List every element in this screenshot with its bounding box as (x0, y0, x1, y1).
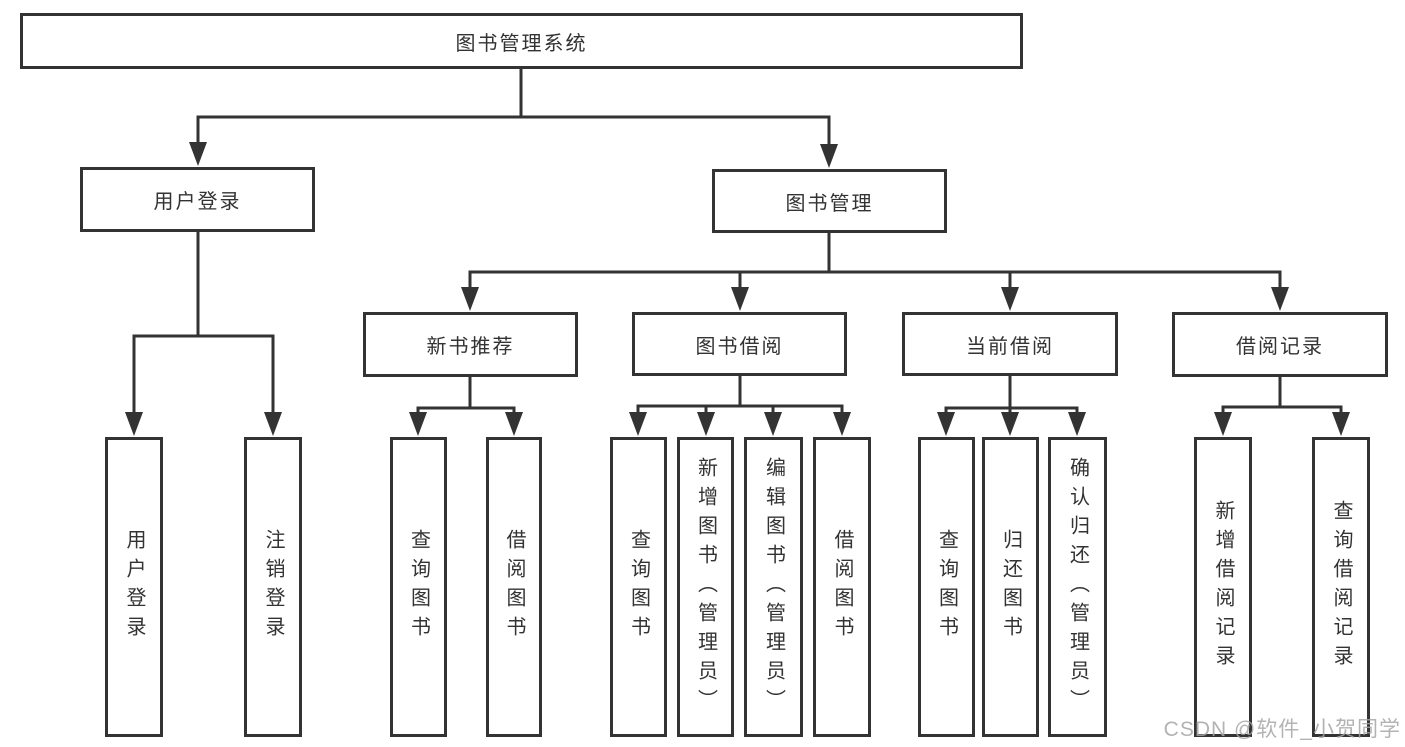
leaf-label: 查询图书 (627, 529, 650, 645)
leaf-box-borrow-books-recommend: 借阅图书 (486, 437, 542, 737)
branch-label: 新书推荐 (426, 336, 515, 358)
branch-label: 用户登录 (153, 191, 242, 213)
branch-box-current-borrowing: 当前借阅 (902, 312, 1118, 376)
leaf-box-query-books-borrowing: 查询图书 (610, 437, 667, 737)
leaf-label: 查询图书 (407, 529, 430, 645)
leaf-box-borrow-books: 借阅图书 (813, 437, 871, 737)
leaf-label: 查询图书 (935, 529, 958, 645)
leaf-box-query-borrow-record: 查询借阅记录 (1312, 437, 1370, 737)
leaf-label: 查询借阅记录 (1330, 500, 1352, 674)
root-box-library-management-system: 图书管理系统 (20, 13, 1023, 69)
leaf-box-confirm-return-admin: 确认归还（管理员） (1048, 437, 1107, 737)
leaf-label: 借阅图书 (503, 529, 525, 645)
branch-box-user-login: 用户登录 (80, 167, 315, 232)
leaf-box-edit-book-admin: 编辑图书（管理员） (744, 437, 803, 737)
leaf-box-logout: 注销登录 (244, 437, 302, 737)
leaf-box-add-borrow-record: 新增借阅记录 (1194, 437, 1252, 737)
leaf-box-return-books: 归还图书 (982, 437, 1039, 737)
leaf-label: 归还图书 (999, 529, 1022, 645)
leaf-label: 新增图书（管理员） (694, 456, 717, 718)
csdn-watermark: CSDN @软件_小贺同学 (1163, 718, 1401, 741)
branch-label: 图书借阅 (695, 335, 784, 358)
branch-label: 图书管理 (785, 192, 874, 215)
leaf-label: 注销登录 (262, 529, 284, 645)
leaf-box-add-book-admin: 新增图书（管理员） (677, 437, 734, 737)
leaf-label: 借阅图书 (831, 529, 853, 645)
branch-box-new-book-recommendation: 新书推荐 (363, 312, 578, 377)
leaf-box-query-books-current: 查询图书 (918, 437, 975, 737)
leaf-label: 确认归还（管理员） (1066, 456, 1089, 718)
root-label: 图书管理系统 (455, 32, 588, 55)
branch-label: 当前借阅 (966, 335, 1054, 358)
leaf-box-user-login: 用户登录 (105, 437, 163, 737)
branch-box-book-borrowing: 图书借阅 (632, 312, 847, 376)
branch-box-borrowing-records: 借阅记录 (1172, 312, 1388, 377)
leaf-box-query-books-recommend: 查询图书 (390, 437, 447, 737)
leaf-label: 编辑图书（管理员） (762, 456, 785, 718)
branch-box-book-management: 图书管理 (712, 169, 947, 233)
leaf-label: 用户登录 (123, 529, 145, 645)
branch-label: 借阅记录 (1236, 336, 1324, 358)
leaf-label: 新增借阅记录 (1212, 500, 1234, 674)
